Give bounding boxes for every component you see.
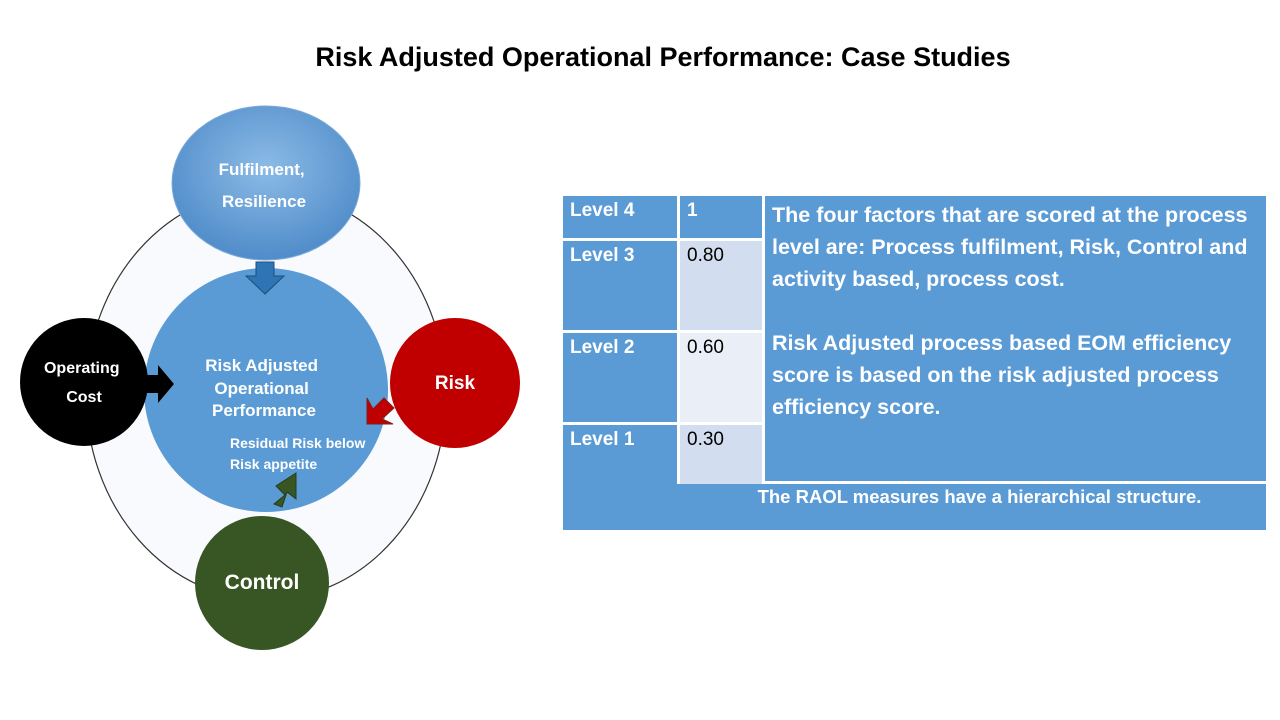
operating-cost-arrow (146, 365, 174, 403)
level-4-value: 1 (680, 196, 763, 238)
center-node-line-1: Risk Adjusted (205, 356, 318, 375)
levels-table: Level 4 1 Level 3 0.80 Level 2 0.60 Leve… (563, 196, 1266, 530)
level-3-label: Level 3 (563, 241, 677, 330)
description-paragraph-2: Risk Adjusted process based EOM efficien… (772, 331, 1232, 419)
top-node: Fulfilment, Resilience (171, 105, 361, 261)
center-note-line-2: Risk appetite (230, 456, 317, 472)
column-divider (677, 196, 680, 484)
description-box: The four factors that are scored at the … (762, 196, 1266, 484)
control-arrow (273, 472, 297, 508)
row-divider (563, 238, 763, 241)
level-3-value: 0.80 (680, 241, 763, 330)
center-node-line-3: Performance (212, 401, 316, 420)
table-footer: The RAOL measures have a hierarchical st… (757, 486, 1202, 507)
level-1-label: Level 1 (563, 425, 677, 484)
svg-text:Fulfilment, Resilience: Fulfilment, Resilience (219, 160, 310, 211)
performance-diagram: Fulfilment, Resilience Risk Adjusted Ope… (20, 105, 520, 650)
control-node: Control (195, 516, 329, 650)
description-paragraph-1: The four factors that are scored at the … (772, 203, 1248, 291)
risk-node: Risk (390, 318, 520, 448)
top-node-line-1: Fulfilment, (219, 160, 305, 179)
svg-text:Risk Adjusted Operational: Risk Adjusted Operational Performance (205, 356, 322, 420)
risk-arrow (366, 397, 395, 425)
control-label: Control (225, 571, 300, 594)
top-node-line-2: Resilience (222, 192, 306, 211)
operating-cost-line-1: Operating (44, 360, 120, 377)
svg-text:Operating Cost: Operating Cost (44, 360, 124, 406)
center-node-line-2: Operational (214, 379, 308, 398)
operating-cost-node: Operating Cost (20, 318, 148, 446)
slide-title: Risk Adjusted Operational Performance: C… (315, 42, 1011, 72)
center-note-line-1: Residual Risk below (230, 435, 365, 451)
svg-text:Residual Risk below Risk a: Residual Risk below Risk appetite (230, 435, 369, 472)
row-divider (563, 422, 763, 425)
level-2-value: 0.60 (680, 333, 763, 422)
level-4-label: Level 4 (563, 196, 677, 238)
center-node (144, 268, 388, 512)
level-2-label: Level 2 (563, 333, 677, 422)
operating-cost-line-2: Cost (66, 389, 102, 406)
level-1-value: 0.30 (680, 425, 763, 484)
risk-label: Risk (435, 373, 476, 394)
fulfilment-arrow (244, 261, 286, 295)
row-divider (563, 330, 763, 333)
